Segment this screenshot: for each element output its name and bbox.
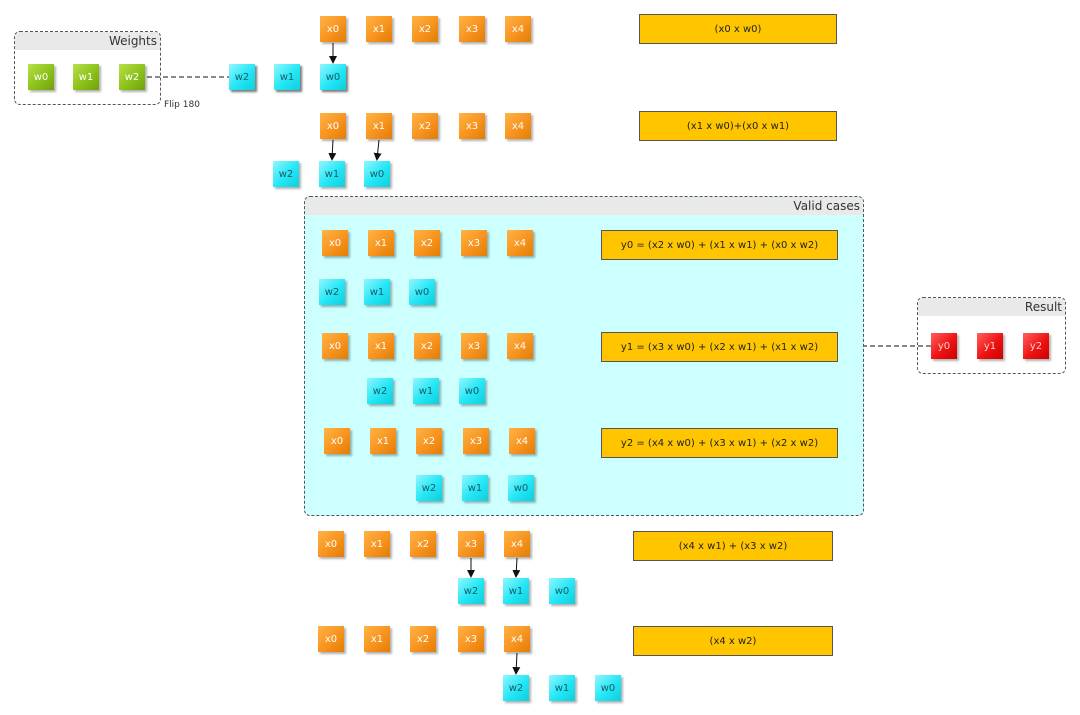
step-formula: y1 = (x3 x w0) + (x2 x w1) + (x1 x w2) <box>601 332 838 362</box>
input-box: x4 <box>507 230 533 256</box>
kernel-box: w0 <box>549 578 575 604</box>
input-box: x4 <box>505 113 531 139</box>
input-box: x1 <box>368 333 394 359</box>
input-box: x2 <box>412 113 438 139</box>
input-box: x4 <box>507 333 533 359</box>
kernel-box: w0 <box>409 279 435 305</box>
weight-box: w0 <box>28 64 54 90</box>
result-title: Result <box>918 298 1065 316</box>
input-box: x1 <box>366 16 392 42</box>
result-box: y0 <box>931 333 957 359</box>
input-box: x3 <box>463 428 489 454</box>
weight-box: w2 <box>119 64 145 90</box>
kernel-box: w1 <box>503 578 529 604</box>
input-box: x1 <box>366 113 392 139</box>
kernel-box: w2 <box>458 578 484 604</box>
input-box: x1 <box>364 626 390 652</box>
input-box: x2 <box>412 16 438 42</box>
input-box: x0 <box>320 113 346 139</box>
step-formula: (x4 x w1) + (x3 x w2) <box>633 531 833 561</box>
weight-box: w1 <box>73 64 99 90</box>
kernel-box: w0 <box>364 161 390 187</box>
input-box: x1 <box>364 531 390 557</box>
step-formula: y0 = (x2 x w0) + (x1 x w1) + (x0 x w2) <box>601 230 838 260</box>
kernel-box: w2 <box>503 675 529 701</box>
result-group: Result <box>917 297 1066 374</box>
input-box: x2 <box>410 626 436 652</box>
input-box: x1 <box>370 428 396 454</box>
input-box: x3 <box>458 626 484 652</box>
kernel-box: w0 <box>595 675 621 701</box>
kernel-box: w2 <box>229 64 255 90</box>
result-box: y1 <box>977 333 1003 359</box>
input-box: x4 <box>504 531 530 557</box>
input-box: x0 <box>324 428 350 454</box>
step-arrow <box>328 139 337 161</box>
step-formula: (x0 x w0) <box>639 14 837 44</box>
input-box: x3 <box>459 113 485 139</box>
kernel-box: w1 <box>549 675 575 701</box>
input-box: x3 <box>461 230 487 256</box>
kernel-box: w0 <box>320 64 346 90</box>
input-box: x2 <box>416 428 442 454</box>
input-box: x4 <box>504 626 530 652</box>
weights-group: Weights <box>14 31 161 105</box>
kernel-box: w2 <box>367 378 393 404</box>
step-arrow <box>512 557 521 578</box>
input-box: x1 <box>368 230 394 256</box>
kernel-box: w1 <box>319 161 345 187</box>
step-formula: (x1 x w0)+(x0 x w1) <box>639 111 837 141</box>
input-box: x0 <box>322 230 348 256</box>
kernel-box: w2 <box>273 161 299 187</box>
flip-label: Flip 180 <box>164 100 200 110</box>
weights-title: Weights <box>15 32 160 50</box>
kernel-box: w2 <box>416 475 442 501</box>
input-box: x2 <box>410 531 436 557</box>
step-arrow <box>373 139 382 161</box>
valid-cases-title: Valid cases <box>305 197 863 215</box>
input-box: x3 <box>458 531 484 557</box>
input-box: x0 <box>320 16 346 42</box>
input-box: x3 <box>459 16 485 42</box>
input-box: x3 <box>461 333 487 359</box>
input-box: x0 <box>318 531 344 557</box>
result-box: y2 <box>1023 333 1049 359</box>
step-formula: (x4 x w2) <box>633 626 833 656</box>
kernel-box: w1 <box>413 378 439 404</box>
step-arrow <box>512 652 521 675</box>
input-box: x0 <box>322 333 348 359</box>
input-box: x4 <box>509 428 535 454</box>
step-formula: y2 = (x4 x w0) + (x3 x w1) + (x2 x w2) <box>601 428 838 458</box>
input-box: x0 <box>318 626 344 652</box>
kernel-box: w2 <box>319 279 345 305</box>
kernel-box: w0 <box>508 475 534 501</box>
input-box: x2 <box>414 333 440 359</box>
kernel-box: w1 <box>462 475 488 501</box>
input-box: x2 <box>414 230 440 256</box>
kernel-box: w0 <box>459 378 485 404</box>
kernel-box: w1 <box>364 279 390 305</box>
kernel-box: w1 <box>274 64 300 90</box>
input-box: x4 <box>505 16 531 42</box>
